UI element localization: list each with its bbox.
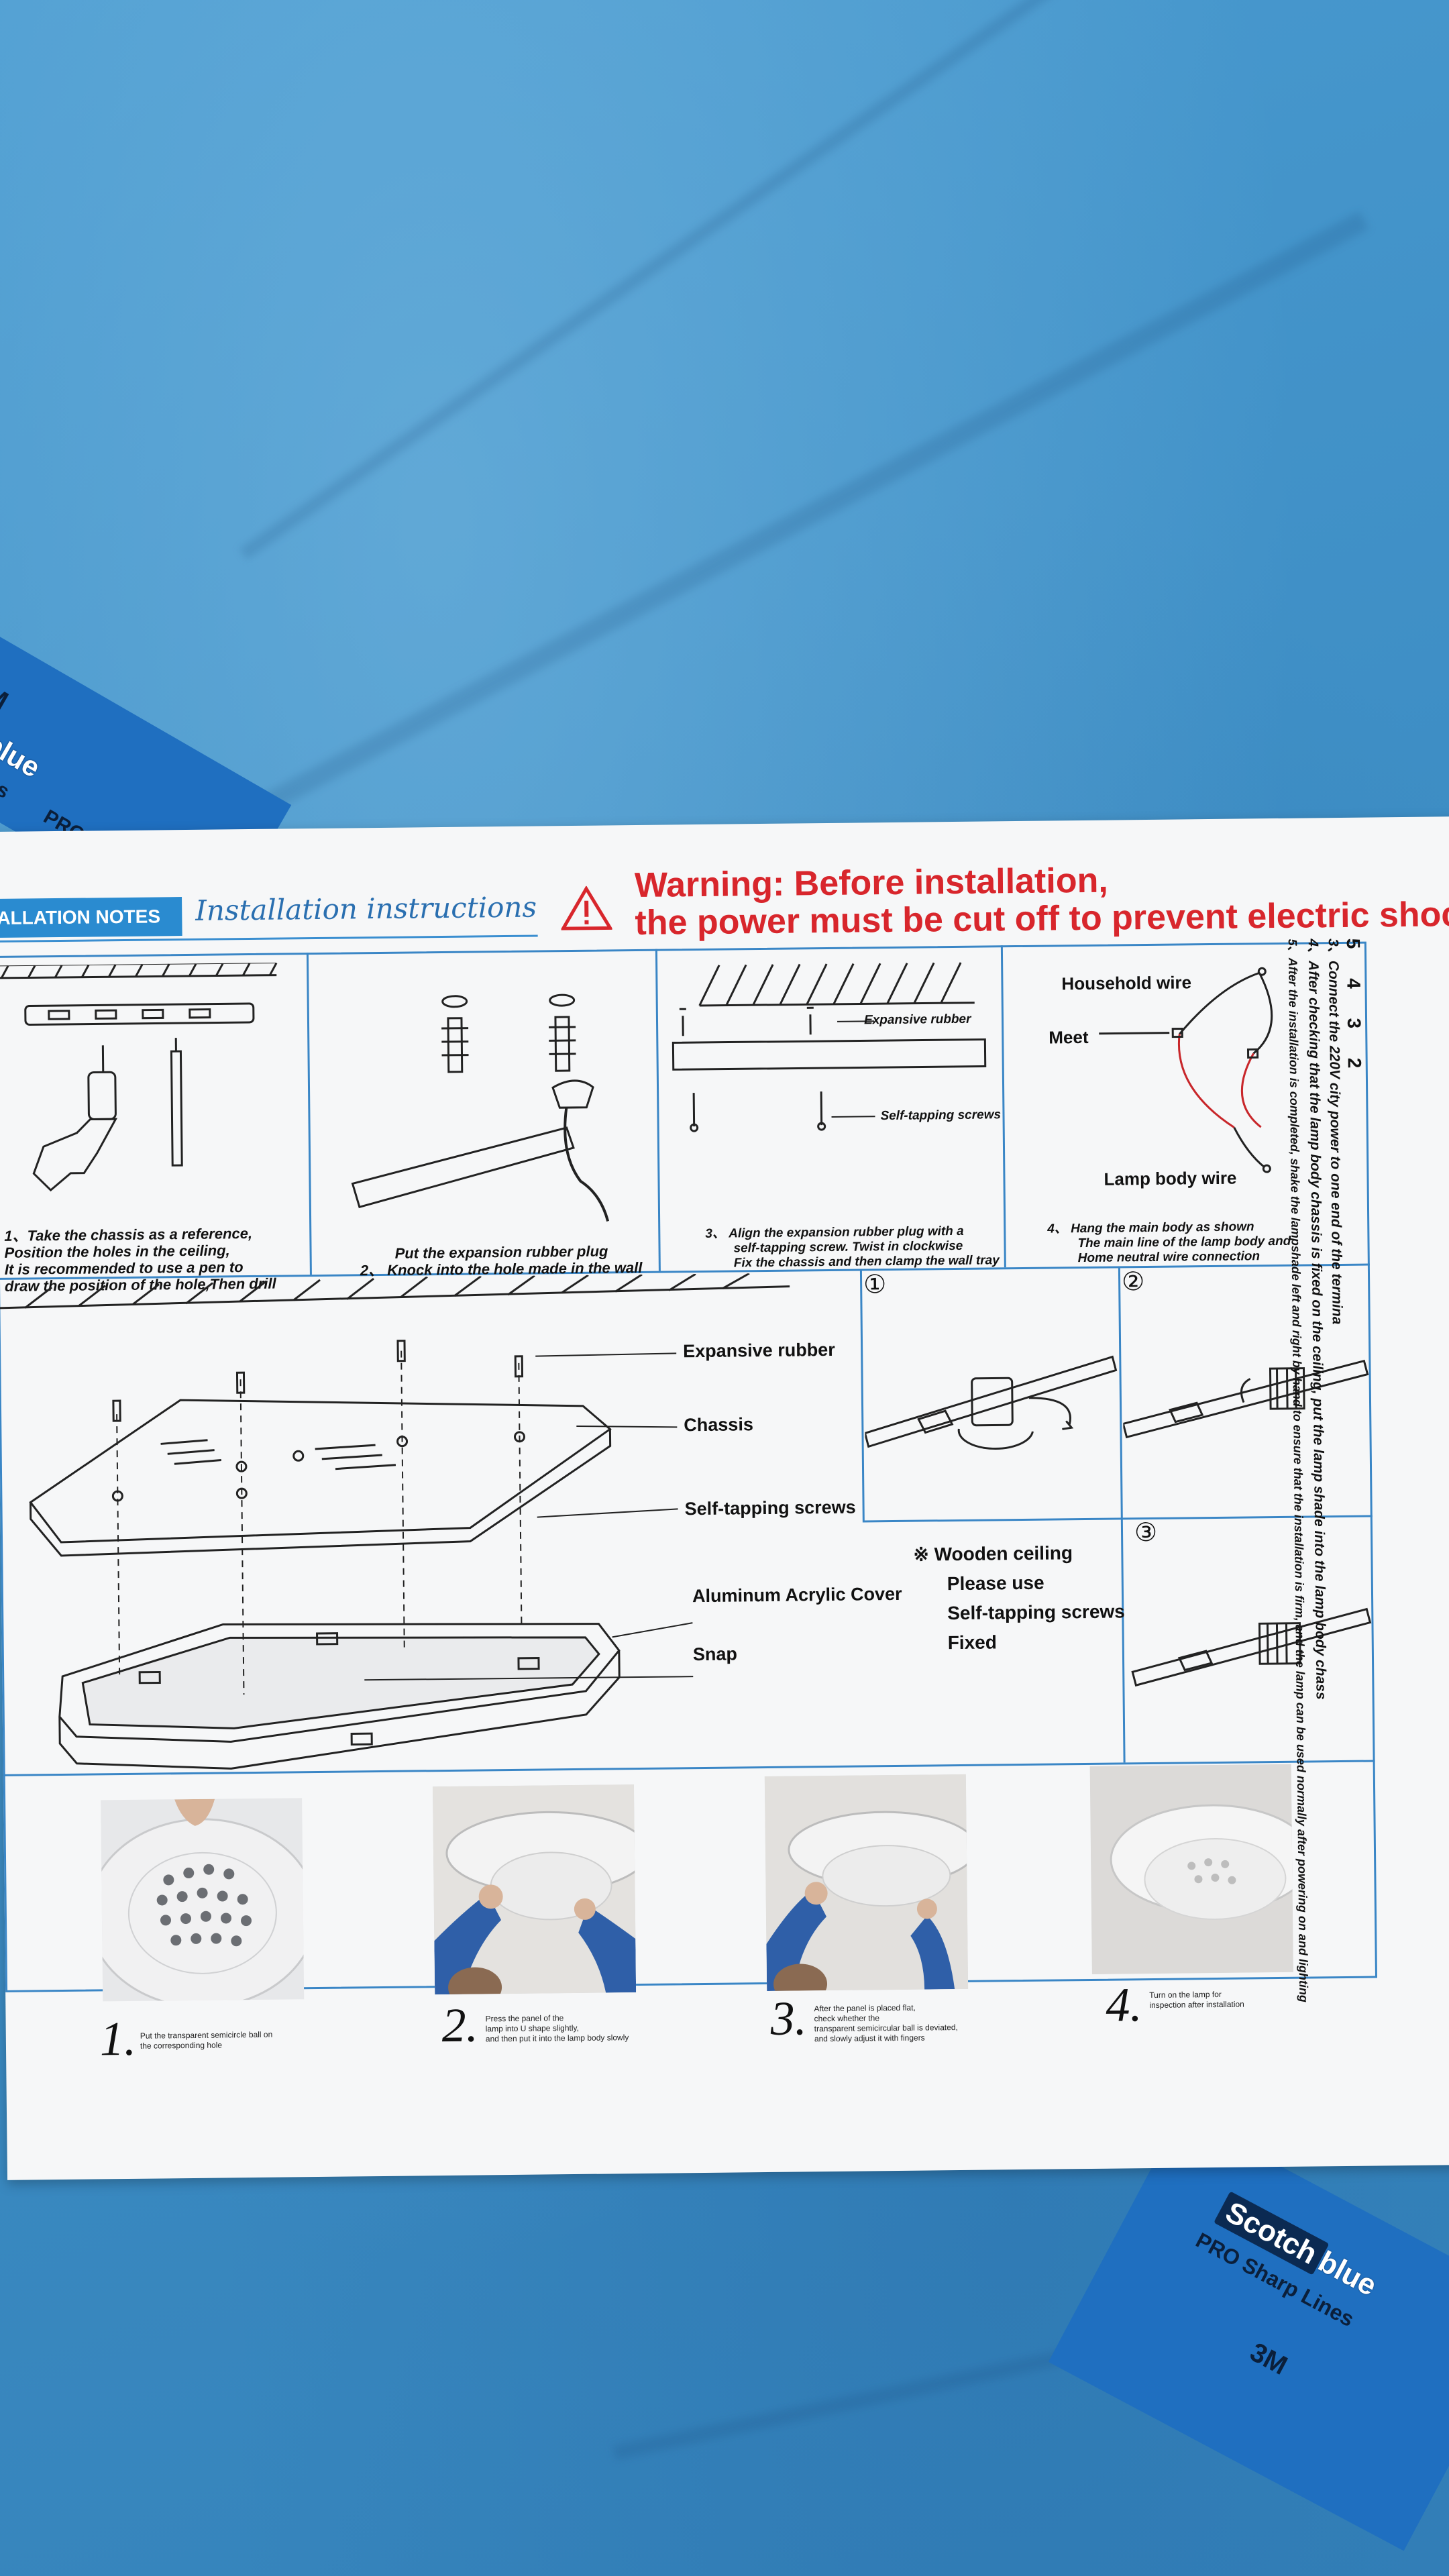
circled-number-1: ① (863, 1271, 887, 1299)
wooden-line3: Self-tapping screws (947, 1601, 1125, 1624)
step3-ceiling-illustration (672, 962, 987, 1132)
side-notes-rotated: 5 4 3 2 3、Connect the 220V city power to… (1276, 938, 1376, 2147)
instruction-sheet: ALLATION NOTES Installation instructions… (0, 816, 1449, 2180)
photo-step-number-1: 1. (99, 2011, 137, 2066)
warning-message: Warning: Before installation, the power … (635, 858, 1449, 943)
exploded-assembly-illustration (0, 1272, 790, 1770)
wooden-line4: Fixed (947, 1631, 998, 1654)
photo-step-number-3: 3. (770, 1991, 808, 2045)
tape-blue-logo: blue (0, 727, 46, 784)
step-photo-1 (101, 1798, 305, 2002)
step-photo-4 (1089, 1764, 1293, 1974)
warning-triangle-icon (560, 885, 612, 930)
wooden-line2: Please use (947, 1572, 1044, 1595)
warning-line-2: the power must be cut off to prevent ele… (635, 894, 1449, 943)
exploded-screws-label: Self-tapping screws (684, 1497, 856, 1519)
step2-caption: Put the expansion rubber plug 2、 Knock i… (360, 1242, 643, 1279)
exploded-rubber-label: Expansive rubber (683, 1339, 835, 1362)
photo2-line3: and then put it into the lamp body slowl… (485, 2033, 629, 2044)
step4-caption: 4、 Hang the main body as shown The main … (1047, 1220, 1291, 1267)
photo-caption-4: Turn on the lamp for inspection after in… (1149, 1990, 1244, 2010)
step3-caption: 3、 Align the expansion rubber plug with … (705, 1224, 1000, 1271)
photo-caption-2: Press the panel of the lamp into U shape… (485, 2012, 629, 2044)
photo-caption-1: Put the transparent semicircle ball on t… (140, 2030, 273, 2051)
tape-3m-logo: 3M (1245, 2337, 1292, 2381)
circled-number-2: ② (1121, 1268, 1145, 1297)
photo4-line2: inspection after installation (1149, 1999, 1244, 2010)
lamp-body-wire-label: Lamp body wire (1104, 1167, 1237, 1189)
step4-wiring-illustration (1099, 967, 1273, 1173)
step3-line3: Fix the chassis and then clamp the wall … (733, 1253, 1000, 1271)
clip-step1-illustration (863, 1355, 1118, 1450)
step1-drill-illustration (0, 962, 278, 1192)
photo1-line1: Put the transparent semicircle ball on (140, 2029, 273, 2041)
clip-step2-illustration (1122, 1359, 1369, 1439)
step1-line1: 1、Take the chassis as a reference, (4, 1224, 253, 1244)
installation-notes-banner: ALLATION NOTES (0, 897, 182, 938)
wooden-ceiling-note: ※ Wooden ceiling Please use Self-tapping… (913, 1538, 1125, 1658)
photo4-line1: Turn on the lamp for (1149, 1989, 1222, 2000)
wooden-line1: ※ Wooden ceiling (913, 1542, 1073, 1565)
photo-step-number-2: 2. (441, 1998, 479, 2053)
household-wire-label: Household wire (1061, 972, 1192, 994)
photo3-line3: transparent semicircular ball is deviate… (814, 2023, 958, 2034)
exploded-cover-label: Aluminum Acrylic Cover (692, 1583, 902, 1607)
clip-step3-illustration (1131, 1607, 1372, 1687)
photo3-line4: and slowly adjust it with fingers (814, 2033, 925, 2044)
step4-line3: Home neutral wire connection (1077, 1249, 1260, 1266)
photo-step-number-4: 4. (1105, 1978, 1142, 2032)
tape-3m-logo: 3M (0, 672, 13, 716)
panel3-rubber-label: Expansive rubber (863, 1012, 971, 1028)
exploded-snap-label: Snap (692, 1644, 738, 1665)
step2-hammer-illustration (351, 994, 610, 1222)
circled-number-3: ③ (1134, 1518, 1158, 1548)
step-photo-2 (432, 1784, 637, 1995)
step-photo-3 (764, 1774, 969, 1992)
photo-caption-3: After the panel is placed flat, check wh… (814, 2002, 958, 2044)
panel3-screws-label: Self-tapping screws (880, 1108, 1002, 1124)
exploded-chassis-label: Chassis (684, 1414, 754, 1436)
photo1-line2: the corresponding hole (140, 2040, 223, 2051)
meet-label: Meet (1049, 1026, 1089, 1048)
installation-instructions-title: Installation instructions (195, 890, 537, 927)
